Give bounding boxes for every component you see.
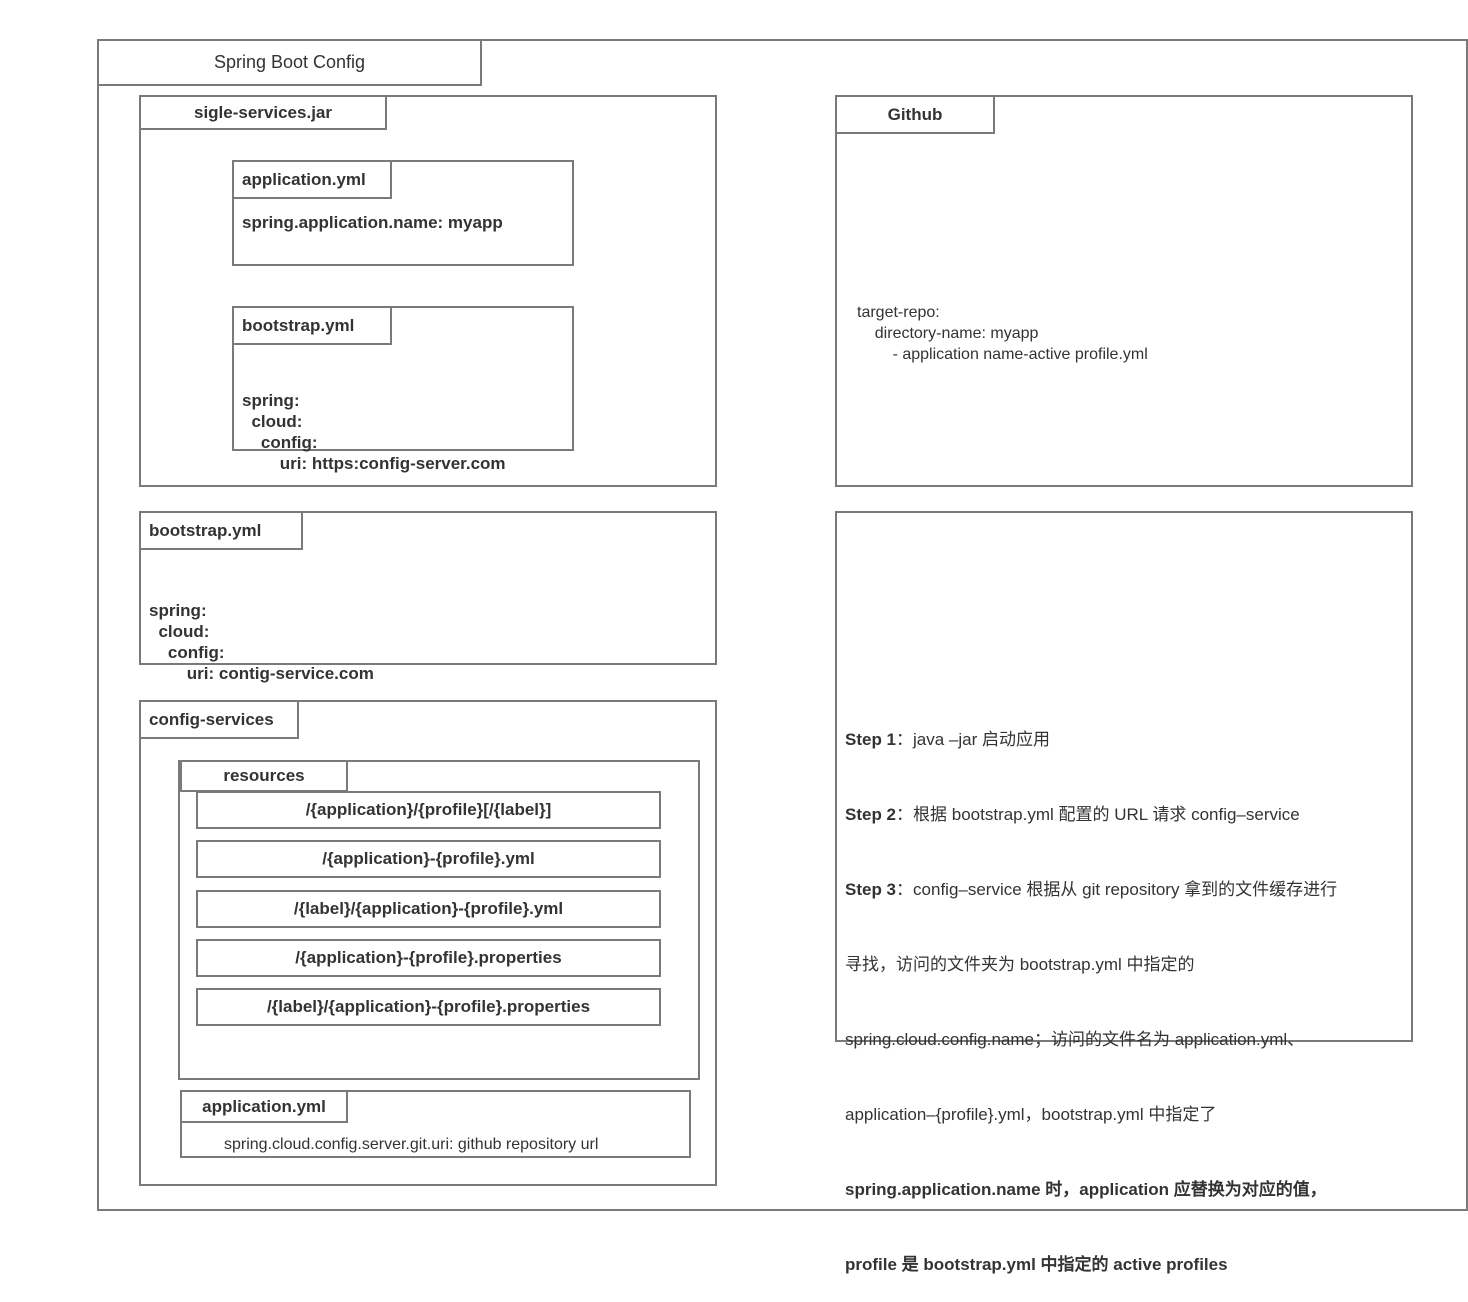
resource-path-item: /{application}-{profile}.properties: [196, 939, 661, 977]
jar-bootstrap-yml-box: [232, 306, 574, 451]
step-line: spring.application.name 时，application 应替…: [845, 1177, 1337, 1202]
resource-path-item: /{application}/{profile}[/{label}]: [196, 791, 661, 829]
jar-application-yml-label: application.yml: [232, 160, 392, 199]
resources-label: resources: [180, 760, 348, 792]
step-line: spring.cloud.config.name；访问的文件名为 applica…: [845, 1027, 1337, 1052]
step-line: Step 3：config–service 根据从 git repository…: [845, 877, 1337, 902]
yml-line: uri: https:config-server.com: [242, 454, 506, 473]
step-line: profile 是 bootstrap.yml 中指定的 active prof…: [845, 1252, 1337, 1277]
repo-line: - application name-active profile.yml: [857, 346, 1148, 363]
jar-application-yml-content: spring.application.name: myapp: [242, 213, 503, 232]
steps-box: [835, 511, 1413, 1042]
step-text: ：config–service 根据从 git repository 拿到的文件…: [896, 880, 1338, 899]
step-prefix: Step 3: [845, 880, 897, 899]
yml-line: config:: [149, 643, 225, 662]
resource-path-item: /{label}/{application}-{profile}.yml: [196, 890, 661, 928]
outer-frame: [97, 39, 1468, 1211]
github-label: Github: [835, 95, 995, 134]
jar-bootstrap-yml-label: bootstrap.yml: [232, 306, 392, 345]
github-box: [835, 95, 1413, 487]
repo-line: directory-name: myapp: [857, 325, 1039, 342]
jar-box: [139, 95, 717, 487]
yml-line: spring:: [149, 601, 207, 620]
yml-line: config:: [242, 433, 318, 452]
config-application-yml-label: application.yml: [180, 1090, 348, 1123]
step-prefix: spring.application.name: [845, 1180, 1041, 1199]
bootstrap-yml-label: bootstrap.yml: [139, 511, 303, 550]
step-prefix: Step 2: [845, 805, 897, 824]
step-text: 寻找，访问的文件夹为 bootstrap.yml 中指定的: [845, 955, 1195, 974]
step-text: application–{profile}.yml，bootstrap.yml …: [845, 1105, 1217, 1124]
bootstrap-yml-box: [139, 511, 717, 665]
step-line: 寻找，访问的文件夹为 bootstrap.yml 中指定的: [845, 952, 1337, 977]
yml-line: cloud:: [149, 622, 210, 641]
step-line: Step 2：根据 bootstrap.yml 配置的 URL 请求 confi…: [845, 802, 1337, 827]
step-prefix: Step 1: [845, 730, 897, 749]
jar-label: sigle-services.jar: [139, 95, 387, 130]
bootstrap-yml-content: spring: cloud: config: uri: contig-servi…: [149, 558, 374, 705]
resource-path-item: /{label}/{application}-{profile}.propert…: [196, 988, 661, 1026]
yml-line: spring:: [242, 391, 300, 410]
yml-line: uri: contig-service.com: [149, 664, 374, 683]
config-application-yml-content: spring.cloud.config.server.git.uri: gith…: [224, 1136, 599, 1153]
steps-text: Step 1：java –jar 启动应用 Step 2：根据 bootstra…: [845, 677, 1337, 1302]
jar-application-yml-box: [232, 160, 574, 266]
step-text: ：根据 bootstrap.yml 配置的 URL 请求 config–serv…: [896, 805, 1300, 824]
step-line: Step 1：java –jar 启动应用: [845, 727, 1337, 752]
step-text: ：java –jar 启动应用: [896, 730, 1051, 749]
github-content: target-repo: directory-name: myapp - app…: [857, 260, 1148, 386]
step-text: 时，application 应替换为对应的值，: [1040, 1180, 1327, 1199]
resource-path-item: /{application}-{profile}.yml: [196, 840, 661, 878]
step-prefix: profile 是 bootstrap.yml 中指定的 active prof…: [845, 1255, 1228, 1274]
config-services-box: [139, 700, 717, 1186]
jar-bootstrap-yml-content: spring: cloud: config: uri: https:config…: [242, 348, 506, 495]
step-text: spring.cloud.config.name；访问的文件名为 applica…: [845, 1030, 1305, 1049]
config-application-yml-box: [180, 1090, 691, 1158]
diagram-title: Spring Boot Config: [97, 39, 482, 86]
yml-line: cloud:: [242, 412, 303, 431]
resources-box: [178, 760, 700, 1080]
repo-line: target-repo:: [857, 304, 940, 321]
config-services-label: config-services: [139, 700, 299, 739]
step-line: application–{profile}.yml，bootstrap.yml …: [845, 1102, 1337, 1127]
